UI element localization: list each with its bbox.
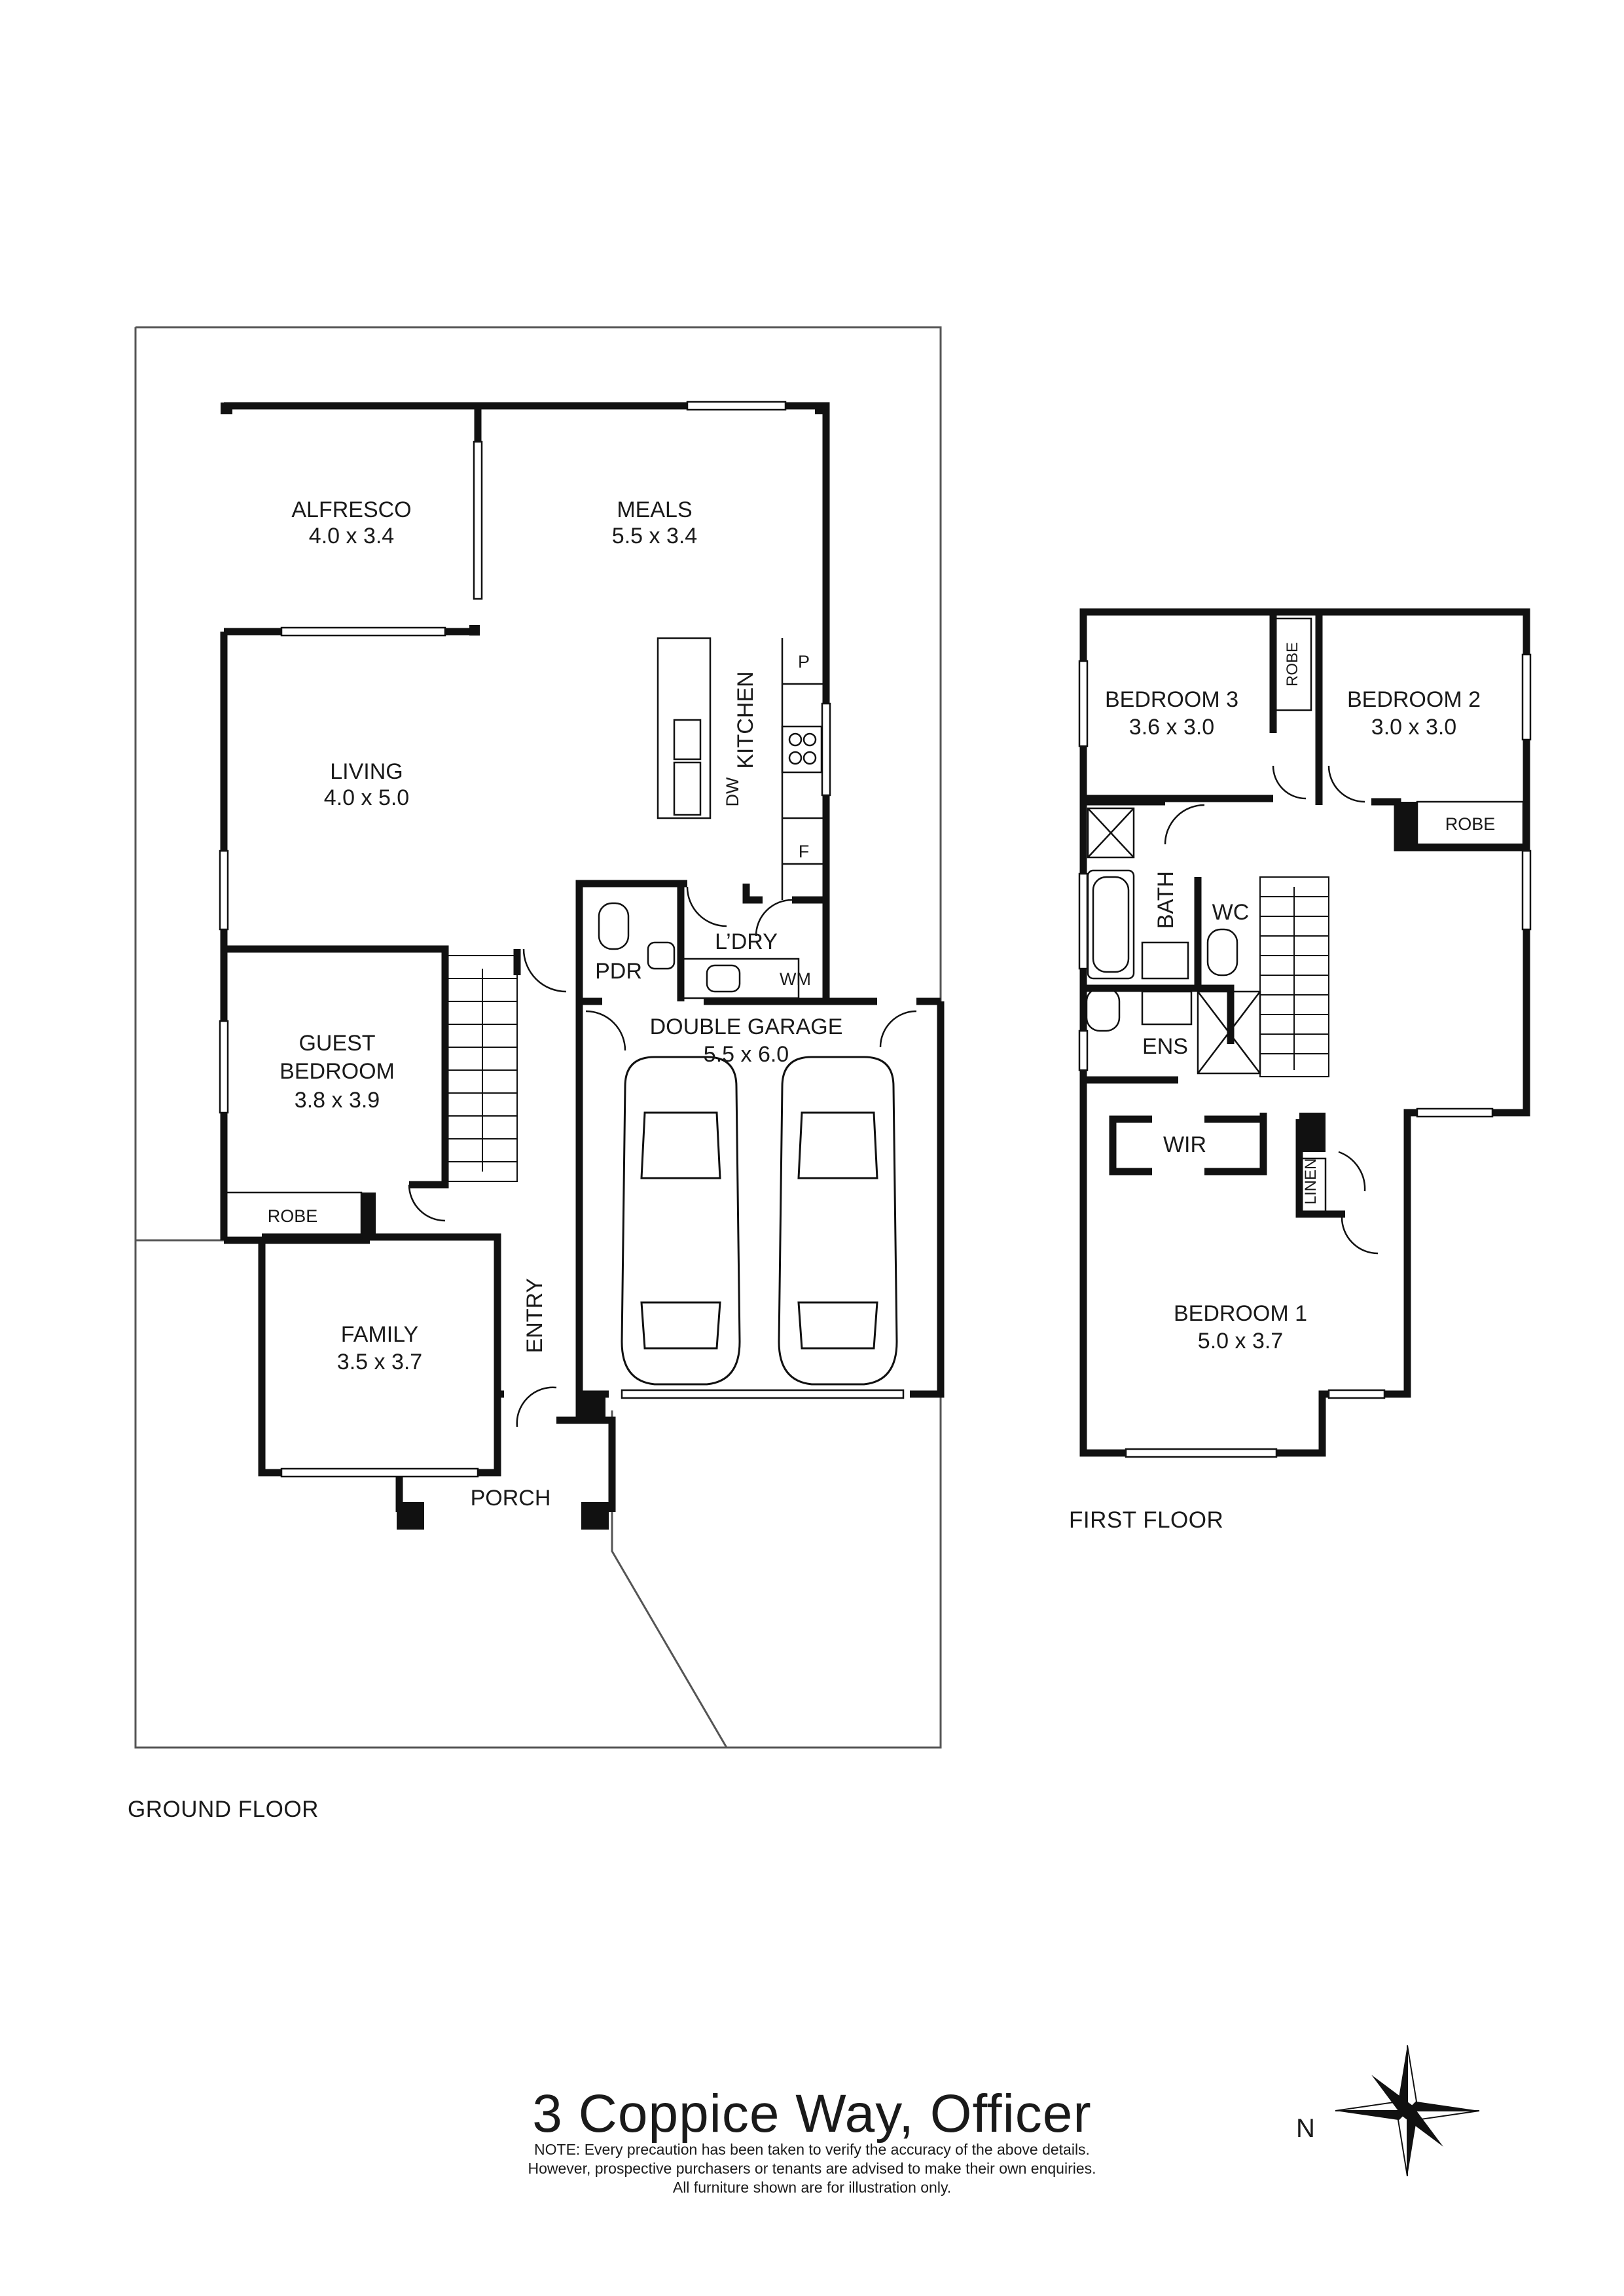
ground-doors [408,886,917,1427]
family-size: 3.5 x 3.7 [337,1350,422,1374]
laundry-label: L’DRY [715,929,778,954]
double-garage-size: 5.5 x 6.0 [704,1042,789,1067]
bedroom2-size: 3.0 x 3.0 [1371,715,1456,740]
robe-b2-label: ROBE [1445,814,1496,834]
compass-star-icon [1335,2045,1480,2177]
linen-label: LINEN [1302,1158,1320,1205]
washing-machine-label: WM [780,969,811,989]
guest-bedroom-size: 3.8 x 3.9 [295,1088,380,1113]
alfresco-label: ALFRESCO [291,497,411,522]
kitchen-label: KITCHEN [733,671,758,768]
dishwasher-label: DW [723,777,742,806]
disclaimer-line-2: However, prospective purchasers or tenan… [528,2160,1096,2177]
ens-label: ENS [1142,1034,1188,1059]
ground-windows [219,401,905,1478]
bedroom3-size: 3.6 x 3.0 [1129,715,1214,740]
robe-ground-box [223,1191,363,1240]
property-address: 3 Coppice Way, Officer [532,2084,1092,2144]
first-doors [1164,765,1379,1255]
guest-bedroom-label-1: GUEST [298,1031,375,1056]
bedroom1-label: BEDROOM 1 [1174,1301,1307,1326]
meals-label: MEALS [617,497,692,522]
robe-b2-box [1416,800,1525,846]
compass-north-label: N [1296,2114,1315,2143]
fridge-label: F [799,842,810,861]
living-size: 4.0 x 5.0 [324,785,409,810]
bath-label: BATH [1153,871,1178,929]
wir-label: WIR [1163,1132,1206,1157]
robe-ground-label: ROBE [268,1206,318,1226]
meals-size: 5.5 x 3.4 [612,524,697,548]
porch-label: PORCH [471,1486,551,1511]
first-windows [1078,653,1532,1458]
living-label: LIVING [330,759,403,784]
ground-floor-label: GROUND FLOOR [128,1797,319,1822]
bedroom2-label: BEDROOM 2 [1347,687,1481,712]
first-pillars [1299,802,1417,1152]
disclaimer-line-1: NOTE: Every precaution has been taken to… [534,2141,1090,2158]
bedroom1-size: 5.0 x 3.7 [1198,1329,1283,1354]
double-garage-label: DOUBLE GARAGE [650,1014,843,1039]
ground-pillars [221,403,827,1530]
disclaimer-line-3: All furniture shown are for illustration… [672,2179,952,2196]
ground-stairs [446,955,518,1182]
guest-bedroom-label-2: BEDROOM [280,1059,395,1084]
first-fittings [1085,807,1327,1215]
entry-label: ENTRY [522,1278,547,1354]
family-label: FAMILY [341,1322,418,1347]
bedroom3-label: BEDROOM 3 [1105,687,1238,712]
wc-label: WC [1212,900,1250,925]
robe-b3-label: ROBE [1284,642,1301,687]
first-floor-plan: ROBE ROBE [1078,608,1532,1458]
pantry-label: P [798,652,810,672]
alfresco-size: 4.0 x 3.4 [309,524,394,548]
ground-floor-plan: ALFRESCO 4.0 x 3.4 MEALS 5.5 x 3.4 LIVIN… [134,326,945,1749]
ground-walls [220,402,945,1512]
first-stairs [1259,876,1329,1077]
kitchen-fittings [598,637,826,999]
first-floor-label: FIRST FLOOR [1069,1507,1224,1533]
robe-b3-box [1272,617,1312,711]
powder-label: PDR [595,959,642,984]
disclaimer-note: NOTE: Every precaution has been taken to… [0,2140,1624,2197]
garage-cars [621,1056,898,1386]
